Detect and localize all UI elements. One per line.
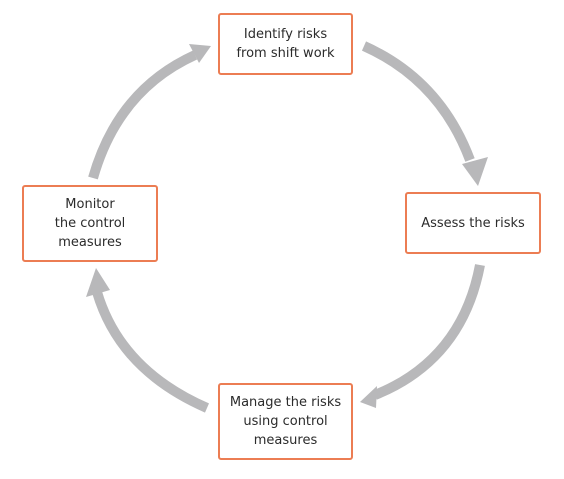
arrowhead-monitor [86, 268, 110, 297]
step-monitor-measures: Monitor the control measures [22, 185, 158, 262]
step-assess-risks: Assess the risks [405, 192, 541, 254]
arrow-manage-to-monitor [92, 290, 210, 413]
step-manage-label: Manage the risks using control measures [229, 395, 342, 448]
step-manage-risks: Manage the risks using control measures [218, 383, 353, 460]
step-assess-label: Assess the risks [421, 215, 525, 231]
arrowhead-assess [462, 157, 488, 186]
step-monitor-label: Monitor the control measures [54, 197, 126, 250]
arrow-monitor-to-identify [88, 50, 198, 180]
arrowhead-manage [360, 386, 377, 408]
step-identify-label: Identify risks from shift work [236, 27, 335, 61]
arrow-assess-to-manage [373, 264, 485, 400]
arrow-identify-to-assess [361, 41, 475, 162]
step-identify-risks: Identify risks from shift work [218, 13, 353, 75]
arrowhead-identify [189, 44, 211, 63]
